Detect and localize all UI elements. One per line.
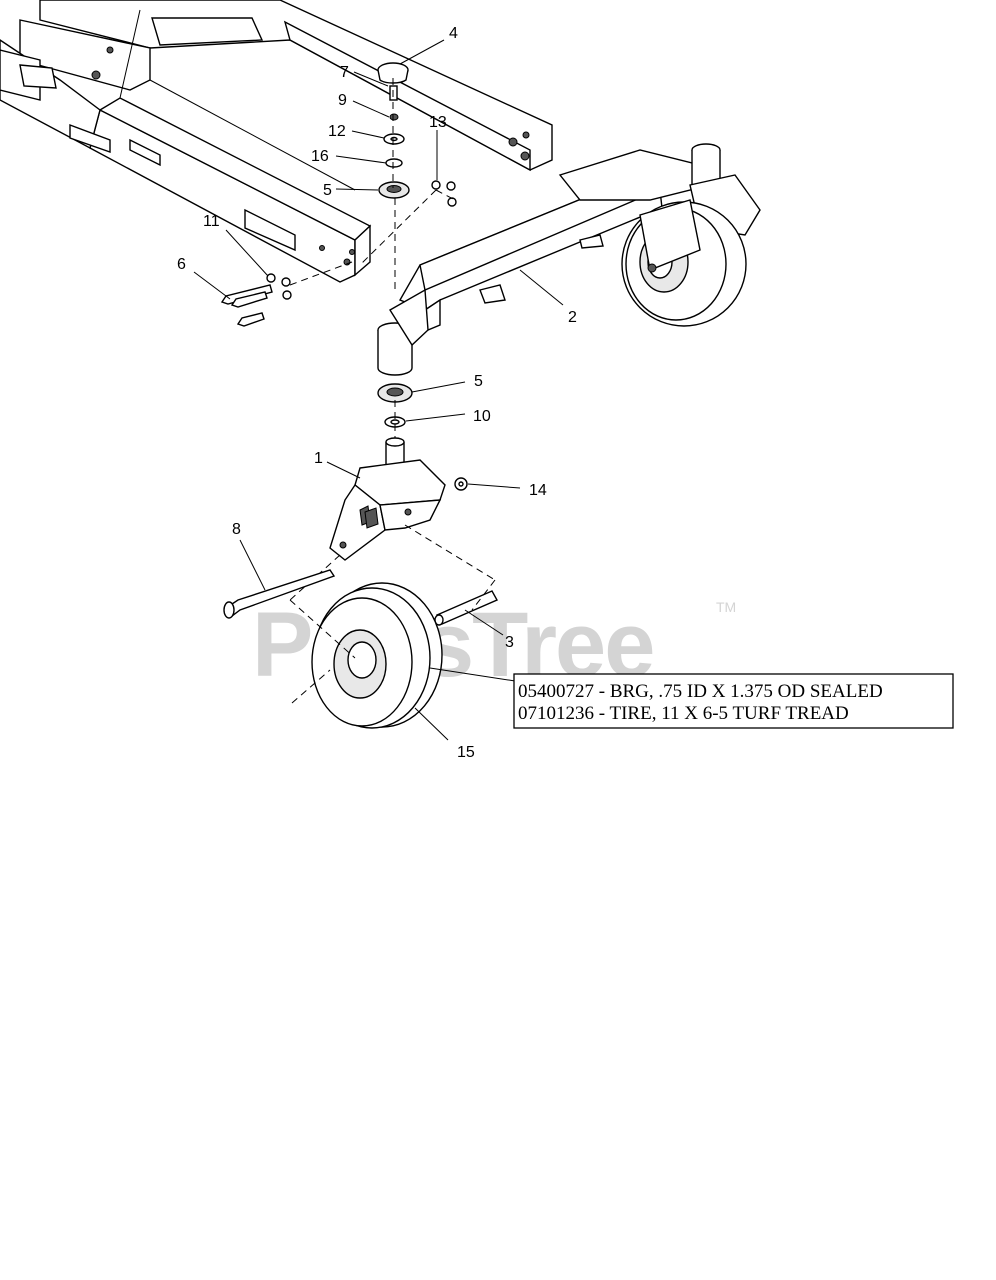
left-wheel [289, 579, 496, 729]
callout-13: 13 [429, 114, 447, 131]
front-axle [377, 143, 721, 376]
leader-lines [193, 39, 564, 741]
caster-fork [289, 437, 496, 601]
callouts: 4 7 9 12 13 16 5 11 6 2 5 10 1 14 8 3 15 [177, 25, 577, 761]
part-note-box: 05400727 - BRG, .75 ID X 1.375 OD SEALED… [513, 673, 954, 729]
spindle-hardware [220, 62, 457, 440]
watermark-trademark: TM [716, 599, 736, 615]
callout-5-upper: 5 [323, 182, 332, 199]
callout-8: 8 [232, 521, 241, 538]
callout-3: 3 [505, 634, 514, 651]
callout-16: 16 [311, 148, 329, 165]
callout-12: 12 [328, 123, 346, 140]
note-tire: 07101236 - TIRE, 11 X 6-5 TURF TREAD [518, 703, 849, 724]
spacer [434, 590, 498, 626]
main-frame [0, 0, 553, 283]
callout-7: 7 [340, 64, 349, 81]
right-caster-wheel [621, 174, 761, 327]
note-bearing: 05400727 - BRG, .75 ID X 1.375 OD SEALED [518, 681, 883, 702]
callout-1: 1 [314, 450, 323, 467]
callout-14: 14 [529, 482, 547, 499]
callout-6: 6 [177, 256, 186, 273]
callout-9: 9 [338, 92, 347, 109]
callout-11: 11 [203, 213, 220, 230]
callout-5-lower: 5 [474, 373, 483, 390]
callout-15: 15 [457, 744, 475, 761]
callout-10: 10 [473, 408, 491, 425]
axle-pin [223, 569, 336, 619]
callout-4: 4 [449, 25, 458, 42]
callout-2: 2 [568, 309, 577, 326]
